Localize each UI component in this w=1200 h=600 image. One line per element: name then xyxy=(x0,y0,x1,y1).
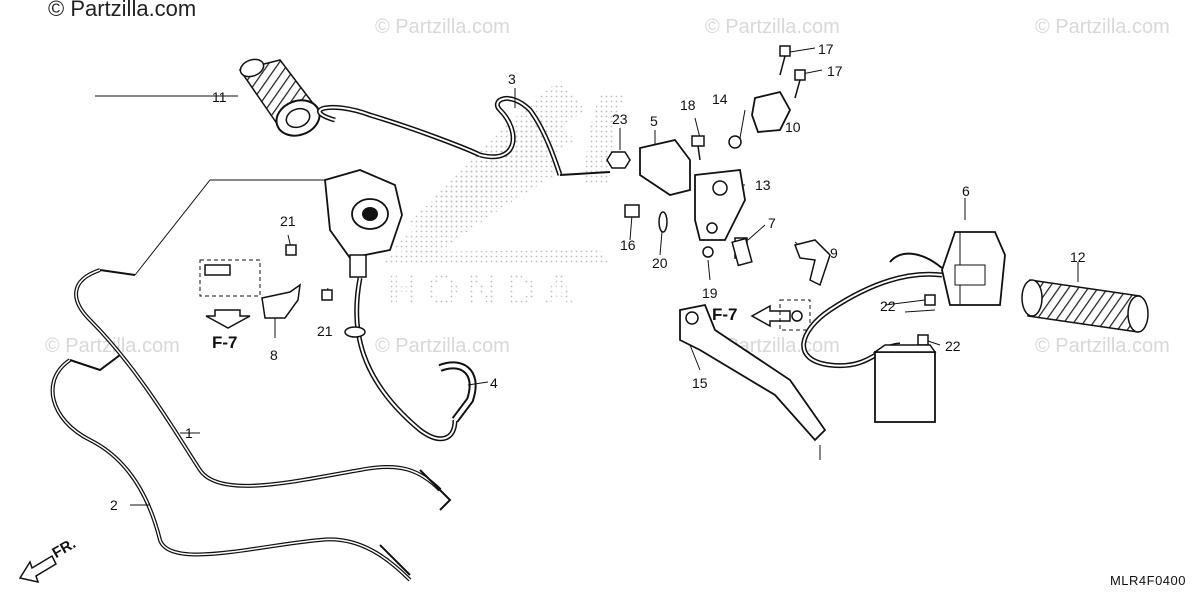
callout-5: 5 xyxy=(650,113,658,129)
clutch-lever xyxy=(679,303,827,442)
honda-wordmark: HONDA xyxy=(388,266,582,313)
front-direction-arrow xyxy=(18,554,57,584)
callout-10: 10 xyxy=(785,119,801,135)
right-switch-housing xyxy=(941,231,1006,306)
callout-15: 15 xyxy=(692,375,708,391)
cable-stay xyxy=(199,259,301,319)
callout-4: 4 xyxy=(490,375,498,391)
callout-21a: 21 xyxy=(280,213,296,229)
throttle-cable xyxy=(344,277,477,442)
callout-21b: 21 xyxy=(317,323,333,339)
watermark: © Partzilla.com xyxy=(375,16,510,38)
callout-20: 20 xyxy=(652,255,668,271)
callout-13: 13 xyxy=(755,177,771,193)
callout-17a: 17 xyxy=(818,41,834,57)
callout-numbers: 1 2 3 4 5 6 7 8 9 10 11 12 13 14 15 16 1… xyxy=(110,41,1086,513)
callout-11: 11 xyxy=(212,89,227,105)
wiring-connector xyxy=(872,344,937,423)
left-grip xyxy=(238,58,321,137)
callout-18: 18 xyxy=(680,97,696,113)
switch-bracket xyxy=(793,239,831,287)
clamp xyxy=(751,90,792,133)
callout-1: 1 xyxy=(185,425,193,441)
callout-8: 8 xyxy=(270,347,278,363)
reference-label-left: F-7 xyxy=(212,333,238,352)
watermark: © Partzilla.com xyxy=(375,335,510,357)
reference-arrow-right xyxy=(750,299,811,331)
throttle-cables-1-2 xyxy=(50,268,452,582)
reference-label-right: F-7 xyxy=(712,305,738,324)
callout-2: 2 xyxy=(110,497,118,513)
callout-7: 7 xyxy=(768,215,776,231)
callout-12: 12 xyxy=(1070,249,1086,265)
clutch-switch xyxy=(731,237,753,267)
reference-arrow-left xyxy=(205,309,251,329)
diagram-code: MLR4F0400 xyxy=(1109,573,1186,588)
callout-16: 16 xyxy=(620,237,636,253)
bolts xyxy=(285,45,936,346)
watermark: © Partzilla.com xyxy=(1035,16,1170,38)
watermark: © Partzilla.com xyxy=(1035,335,1170,357)
callout-19: 19 xyxy=(702,285,718,301)
watermark: © Partzilla.com xyxy=(705,16,840,38)
callout-6: 6 xyxy=(962,183,970,199)
switch-wiring xyxy=(801,252,943,369)
callout-9: 9 xyxy=(830,245,838,261)
callout-14: 14 xyxy=(712,91,728,107)
throttle-housing xyxy=(324,169,403,278)
callout-3: 3 xyxy=(508,71,516,87)
callout-22b: 22 xyxy=(945,338,961,354)
callout-22a: 22 xyxy=(880,298,896,314)
right-grip xyxy=(1021,279,1149,333)
clutch-cable xyxy=(317,95,611,176)
lever-cover xyxy=(639,138,691,196)
callout-23: 23 xyxy=(612,111,628,127)
lever-bracket xyxy=(694,169,746,241)
honda-wing-logo: HONDA xyxy=(380,80,625,313)
callout-17b: 17 xyxy=(827,63,843,79)
watermark-main: © Partzilla.com xyxy=(48,0,197,21)
